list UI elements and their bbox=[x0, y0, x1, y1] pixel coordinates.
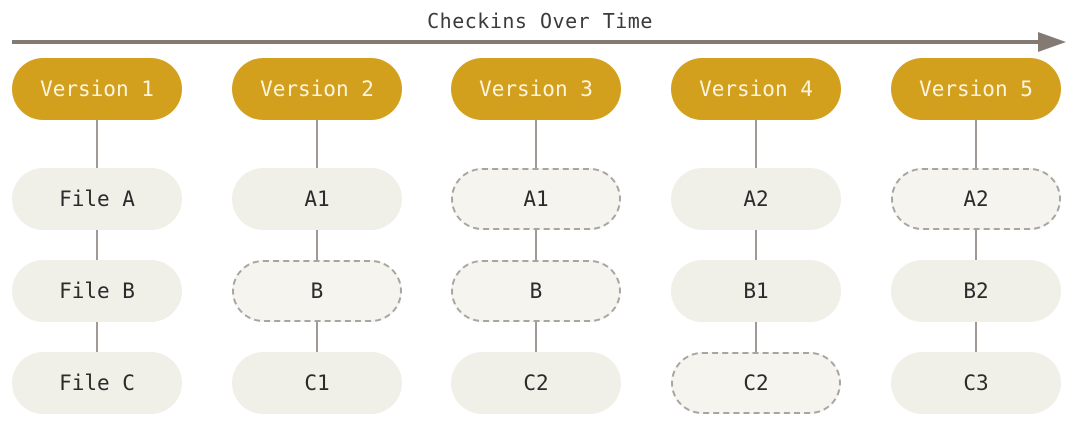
file-node: File A bbox=[12, 168, 182, 230]
connector-line bbox=[755, 230, 757, 260]
file-node: A2 bbox=[671, 168, 841, 230]
connector-line bbox=[755, 322, 757, 352]
connector-line bbox=[975, 322, 977, 352]
unchanged-file-node: A1 bbox=[451, 168, 621, 230]
file-node: A1 bbox=[232, 168, 402, 230]
timeline-arrowhead-icon bbox=[1038, 32, 1066, 52]
connector-line bbox=[96, 230, 98, 260]
connector-line bbox=[535, 322, 537, 352]
unchanged-file-node: B bbox=[232, 260, 402, 322]
version-column: Version 5 A2 B2 C3 bbox=[891, 58, 1061, 418]
file-node: C2 bbox=[451, 352, 621, 414]
connector-line bbox=[96, 322, 98, 352]
connector-line bbox=[316, 120, 318, 168]
connector-line bbox=[535, 120, 537, 168]
connector-line bbox=[975, 120, 977, 168]
connector-line bbox=[96, 120, 98, 168]
version-column: Version 3 A1 B C2 bbox=[451, 58, 621, 418]
version-column: Version 1 File A File B File C bbox=[12, 58, 182, 418]
unchanged-file-node: A2 bbox=[891, 168, 1061, 230]
connector-line bbox=[316, 322, 318, 352]
file-node: File C bbox=[12, 352, 182, 414]
version-node: Version 4 bbox=[671, 58, 841, 120]
timeline-arrow-line bbox=[12, 40, 1052, 44]
unchanged-file-node: B bbox=[451, 260, 621, 322]
file-node: File B bbox=[12, 260, 182, 322]
file-node: B2 bbox=[891, 260, 1061, 322]
version-column: Version 4 A2 B1 C2 bbox=[671, 58, 841, 418]
connector-line bbox=[316, 230, 318, 260]
version-node: Version 1 bbox=[12, 58, 182, 120]
connector-line bbox=[975, 230, 977, 260]
version-node: Version 3 bbox=[451, 58, 621, 120]
version-column: Version 2 A1 B C1 bbox=[232, 58, 402, 418]
unchanged-file-node: C2 bbox=[671, 352, 841, 414]
diagram-title: Checkins Over Time bbox=[427, 9, 653, 33]
connector-line bbox=[535, 230, 537, 260]
file-node: C3 bbox=[891, 352, 1061, 414]
version-node: Version 2 bbox=[232, 58, 402, 120]
file-node: B1 bbox=[671, 260, 841, 322]
version-node: Version 5 bbox=[891, 58, 1061, 120]
connector-line bbox=[755, 120, 757, 168]
file-node: C1 bbox=[232, 352, 402, 414]
